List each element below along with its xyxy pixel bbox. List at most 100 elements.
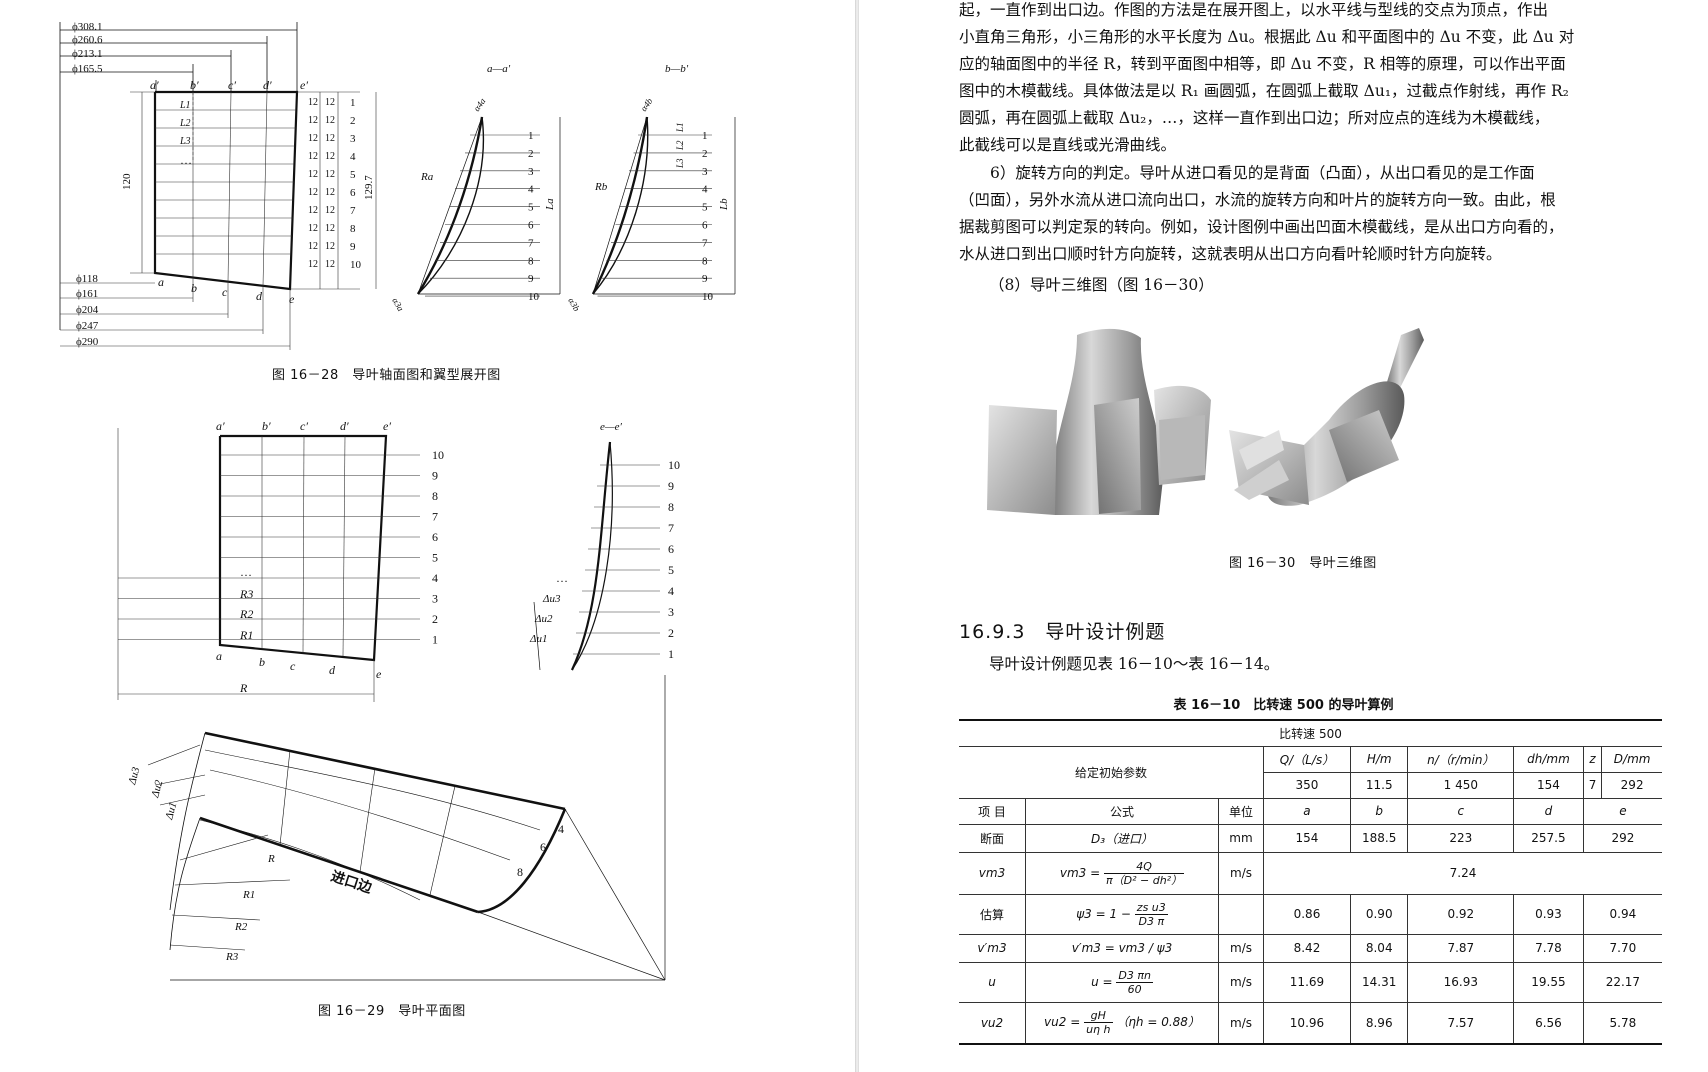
section-a-number: 2 xyxy=(528,148,534,160)
row-unit: m/s xyxy=(1218,933,1264,963)
section-b-number: 3 xyxy=(702,166,708,178)
plan-du2: Δu2 xyxy=(149,778,165,799)
col-formula: 公式 xyxy=(1025,797,1219,825)
du2-label: Δu2 xyxy=(534,613,553,625)
alpha-4a: α4a xyxy=(471,96,487,113)
section-e-title: e—e′ xyxy=(600,421,623,433)
station-number: 5 xyxy=(350,169,356,181)
spacing-label: 12 xyxy=(325,151,335,162)
para1-line: 小直角三角形，小三角形的水平长度为 Δu。根据此 Δu 和平面图中的 Δu 不变… xyxy=(959,28,1575,46)
row-value: 0.94 xyxy=(1582,893,1662,935)
row-item: u xyxy=(959,961,1026,1003)
formula-den: uη h xyxy=(1086,1023,1111,1037)
para1-line: 此截线可以是直线或光滑曲线。 xyxy=(959,136,1177,154)
section-e-number: 4 xyxy=(668,584,674,598)
param-value-h: 11.5 xyxy=(1349,771,1409,799)
spacing-label: 12 xyxy=(308,169,318,180)
du1-label: Δu1 xyxy=(529,633,547,645)
spacing-label: 12 xyxy=(325,223,335,234)
dia-bot-4: ϕ247 xyxy=(76,320,99,332)
l3-label: L3 xyxy=(179,136,191,147)
section-b-number: 4 xyxy=(702,184,708,196)
section-a-number: 7 xyxy=(528,237,534,249)
row-value: 19.55 xyxy=(1513,961,1584,1003)
row-value: 6.56 xyxy=(1513,1001,1584,1045)
section-b-number: 9 xyxy=(702,273,708,285)
section-b-number: 8 xyxy=(702,255,708,267)
row-value: 257.5 xyxy=(1513,823,1584,853)
spacing-label: 12 xyxy=(308,133,318,144)
alpha-3a: α3a xyxy=(390,296,406,313)
dots-fig29: … xyxy=(240,565,252,579)
formula-den: π（D² − dh²） xyxy=(1106,873,1183,887)
row-value: 16.93 xyxy=(1407,961,1515,1003)
section-e-number: 9 xyxy=(668,479,674,493)
section-a-number: 1 xyxy=(528,130,534,142)
right-page: 起，一直作到出口边。作图的方法是在展开图上，以水平线与型线的交点为顶点，作出 小… xyxy=(859,0,1708,1072)
plan-station-number: 3 xyxy=(432,592,438,606)
row-value: 0.92 xyxy=(1407,893,1515,935)
section-e-number: 6 xyxy=(668,542,674,556)
formula-num: zs u3 xyxy=(1134,900,1168,915)
row-value: 11.69 xyxy=(1263,961,1351,1003)
section-e-number: 2 xyxy=(668,626,674,640)
bot-point-e: e xyxy=(289,292,295,306)
plan-num-6: 6 xyxy=(540,840,546,854)
section-a-number: 4 xyxy=(528,184,534,196)
plan-station-number: 5 xyxy=(432,551,438,565)
section-a-number: 5 xyxy=(528,202,534,214)
l1-label: L1 xyxy=(179,100,191,111)
row-item: v′m3 xyxy=(959,933,1026,963)
dia-top-3: ϕ213.1 xyxy=(72,48,103,60)
col-point-b: b xyxy=(1349,797,1409,825)
param-name-n: n/（r/min） xyxy=(1407,745,1515,773)
row-value: 22.17 xyxy=(1582,961,1662,1003)
section-a-number: 3 xyxy=(528,166,534,178)
row-value: 292 xyxy=(1582,823,1662,853)
guide-vane-3d-front xyxy=(987,328,1211,515)
guide-vane-calc-table: 比转速 500 给定初始参数 Q/（L/s） H/m n/（r/min） dh/… xyxy=(959,719,1662,1045)
row-formula: v′m3 = vm3 / ψ3 xyxy=(1025,933,1219,963)
plan-station-number: 7 xyxy=(432,510,438,524)
spacing-label: 12 xyxy=(325,205,335,216)
para1-line: 起，一直作到出口边。作图的方法是在展开图上，以水平线与型线的交点为顶点，作出 xyxy=(959,1,1549,19)
height-129: 129.7 xyxy=(363,175,375,200)
row-unit xyxy=(1218,893,1264,935)
plan-r3: R3 xyxy=(225,951,239,963)
top-point-e: e′ xyxy=(300,78,308,92)
station-number: 9 xyxy=(350,241,356,253)
alpha-4b: α4b xyxy=(638,96,654,113)
p29-d-bot: d xyxy=(329,663,336,677)
top-point-a: a′ xyxy=(150,78,159,92)
param-value-z: 7 xyxy=(1582,771,1603,799)
row-value: 7.70 xyxy=(1582,933,1662,963)
figure-16-30 xyxy=(987,328,1424,515)
row-unit: m/s xyxy=(1218,1001,1264,1045)
para2-line: （凹面），另外水流从进口流向出口，水流的旋转方向和叶片的旋转方向一致。由此，根 xyxy=(959,191,1556,209)
r-b-label: Rb xyxy=(594,181,608,193)
given-params-label: 给定初始参数 xyxy=(959,745,1264,799)
alpha-3b: α3b xyxy=(566,296,582,313)
section-b-number: 1 xyxy=(702,130,708,142)
p29-d-top: d′ xyxy=(340,419,349,433)
table-title: 表 16－10 比转速 500 的导叶算例 xyxy=(1173,698,1394,713)
spacing-label: 12 xyxy=(308,187,318,198)
section-b-l-label: L2 xyxy=(675,140,685,151)
spacing-label: 12 xyxy=(325,133,335,144)
formula-den: D3 π xyxy=(1138,914,1165,928)
top-point-c: c′ xyxy=(228,78,236,92)
row-value: 8.96 xyxy=(1349,1001,1409,1045)
plan-du1: Δu1 xyxy=(163,801,179,822)
param-value-d: 292 xyxy=(1601,771,1662,799)
formula-lhs: vm3 = xyxy=(1059,865,1101,880)
row-unit: m/s xyxy=(1218,961,1264,1003)
section-e-number: 5 xyxy=(668,563,674,577)
l-b-label: Lb xyxy=(718,198,730,211)
spacing-label: 12 xyxy=(308,151,318,162)
spacing-label: 12 xyxy=(308,97,318,108)
dia-bot-5: ϕ290 xyxy=(76,336,99,348)
station-number: 10 xyxy=(350,259,362,271)
plan-num-4: 4 xyxy=(558,822,564,836)
